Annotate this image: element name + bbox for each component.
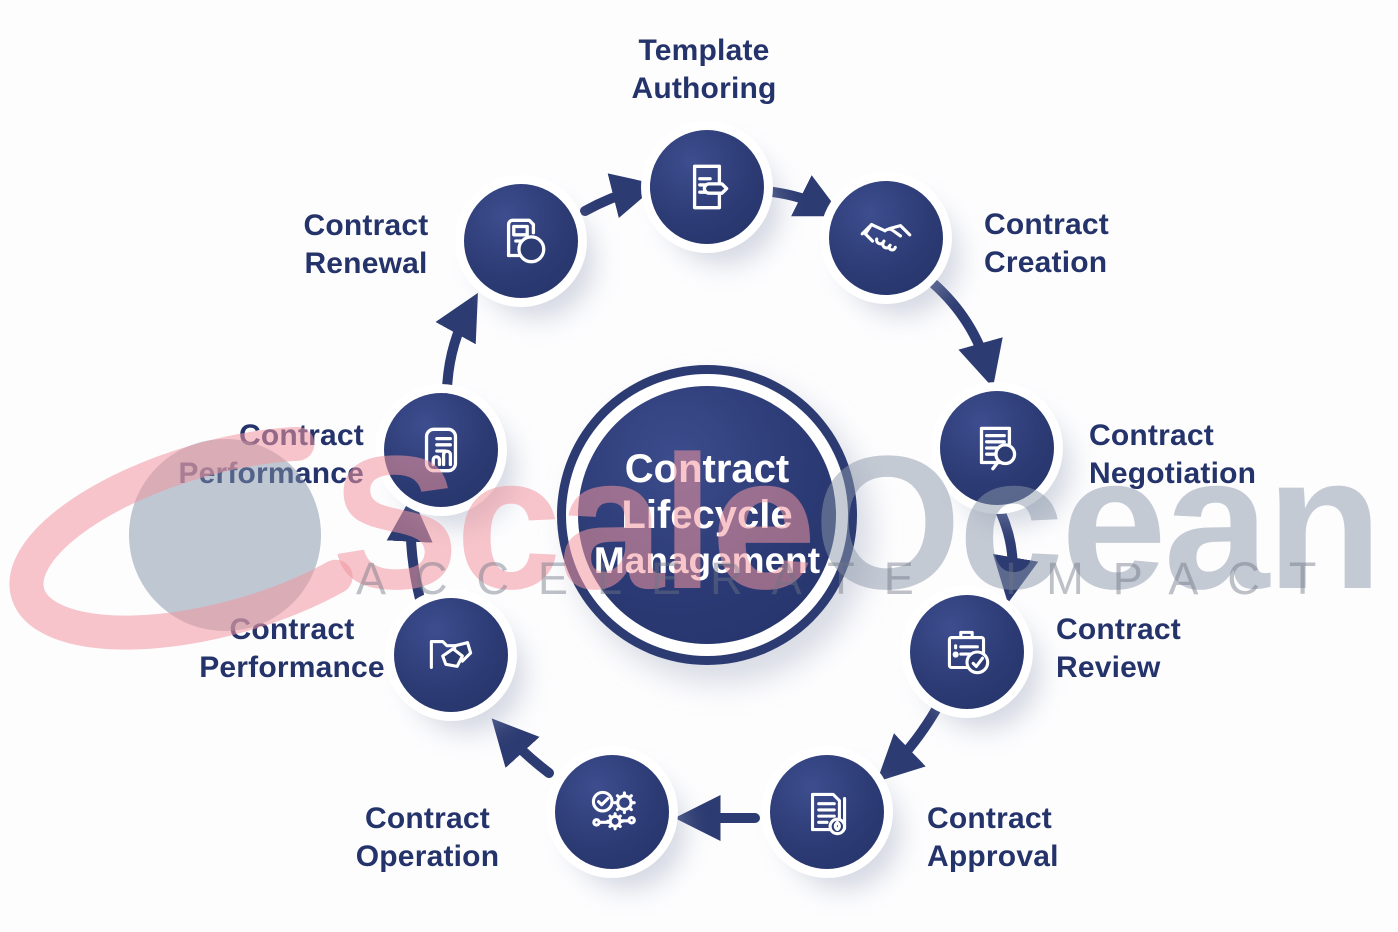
label-contract-review: Contract Review	[1056, 613, 1181, 684]
document-stamp-icon	[810, 792, 847, 836]
label-contract-negotiation: Contract Negotiation	[1089, 419, 1257, 490]
label-contract-operation: Contract Operation	[355, 802, 500, 873]
arrow-performance-to-renewal	[435, 292, 478, 394]
label-contract-creation: Contract Creation	[984, 208, 1109, 279]
arrow-performance-to-performance	[386, 495, 433, 604]
center-title-line3: Management	[593, 540, 821, 581]
node-contract-creation	[829, 181, 943, 295]
arrow-creation-to-negotiation	[929, 279, 1003, 388]
label-contract-renewal: Contract Renewal	[303, 209, 429, 280]
node-template-authoring	[650, 130, 764, 244]
center-disc: Contract Lifecycle Management	[578, 386, 836, 644]
arrow-review-to-approval	[876, 703, 942, 782]
node-contract-approval	[770, 755, 884, 869]
process-gears-icon	[591, 790, 636, 831]
label-contract-performance-2: Contract Performance	[178, 419, 364, 490]
watermark-impact: IMPACT	[1005, 553, 1346, 604]
renewal-circle-icon	[506, 218, 546, 264]
label-contract-performance-1: Contract Performance	[199, 613, 385, 684]
node-contract-performance-report	[384, 393, 498, 507]
label-contract-approval: Contract Approval	[927, 802, 1059, 873]
node-contract-performance-folder	[394, 598, 508, 712]
arrow-template-to-creation	[768, 175, 843, 217]
folder-files-icon	[429, 640, 473, 669]
handshake-icon	[860, 223, 912, 252]
center-title-line2: Lifecycle	[621, 493, 793, 537]
center-circle: Contract Lifecycle Management	[557, 365, 857, 665]
arrow-renewal-to-template	[580, 173, 658, 219]
arrow-operation-to-performance	[491, 718, 554, 778]
label-template-authoring: Template Authoring	[631, 34, 777, 105]
document-search-icon	[979, 426, 1017, 471]
document-edit-icon	[692, 164, 729, 210]
clipboard-review-icon	[947, 630, 990, 675]
report-chart-icon	[424, 427, 458, 473]
node-contract-renewal	[464, 184, 578, 298]
node-contract-negotiation	[940, 391, 1054, 505]
node-contract-review	[910, 595, 1024, 709]
node-contract-operation	[555, 755, 669, 869]
center-title-line1: Contract	[624, 447, 790, 491]
arrow-negotiation-to-review	[992, 508, 1039, 604]
